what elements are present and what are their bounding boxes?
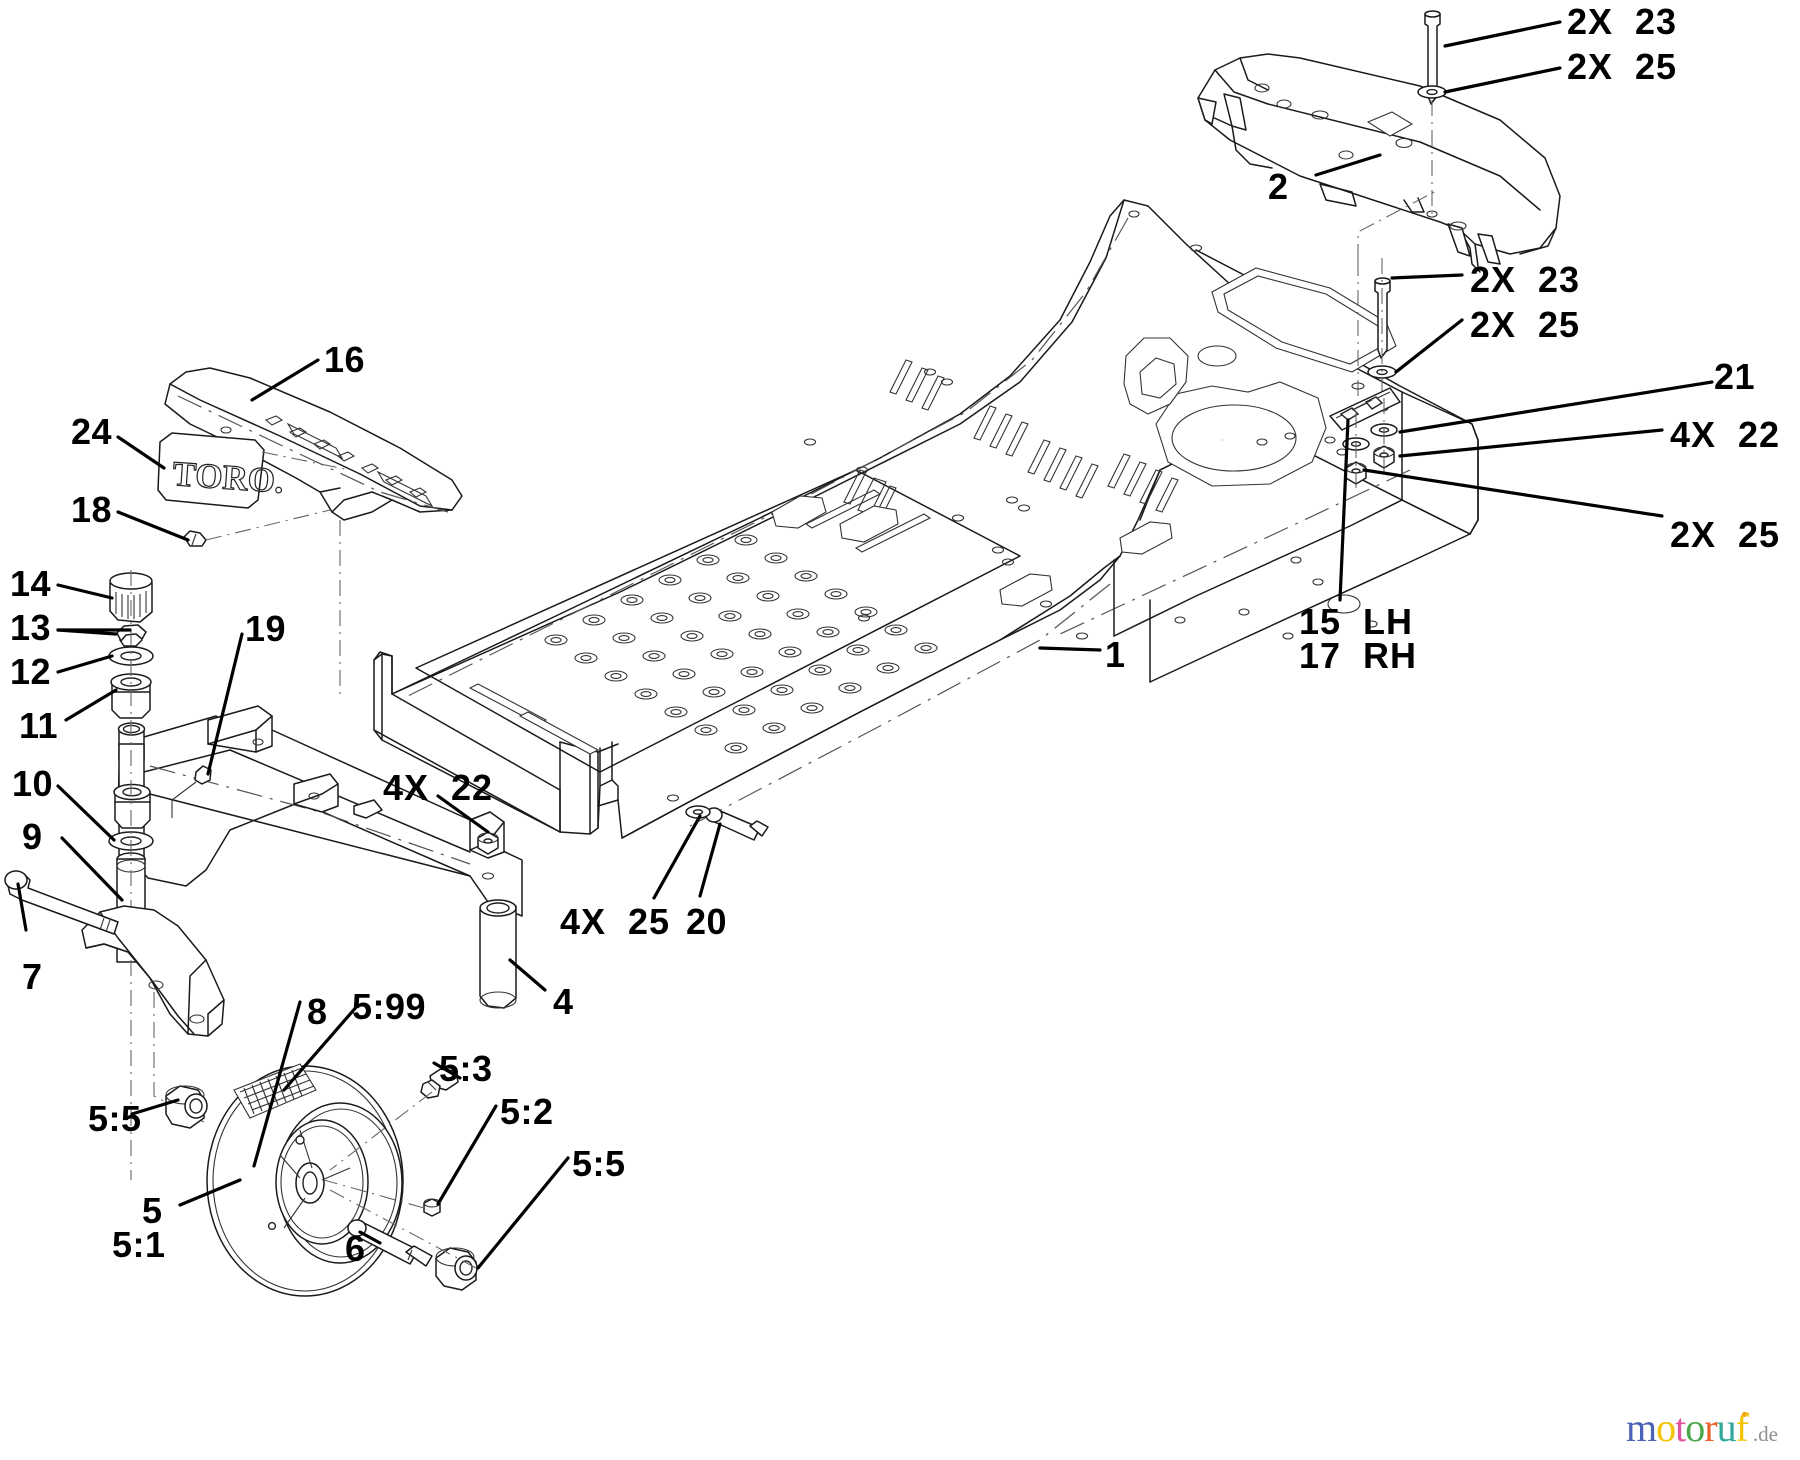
svg-text:TORO.: TORO. xyxy=(171,454,285,501)
part-5-5-right-nut xyxy=(435,1247,478,1291)
watermark-suffix: .de xyxy=(1752,1422,1778,1446)
leader-19-detail xyxy=(171,781,197,818)
callout-9: 9 xyxy=(22,816,43,857)
callout-6: 6 xyxy=(345,1228,366,1269)
callout-2x-23-mid: 2X 23 xyxy=(1470,259,1581,300)
callout-2: 2 xyxy=(1268,166,1289,207)
watermark-letters: motoruf xyxy=(1626,1405,1749,1450)
callout-5-99: 5:99 xyxy=(352,986,427,1027)
callout-7: 7 xyxy=(22,956,43,997)
watermark-letter-3: o xyxy=(1685,1405,1705,1450)
callout-5-5-left: 5:5 xyxy=(88,1098,142,1139)
leader-lines xyxy=(16,20,1714,1270)
tread-dimples xyxy=(544,516,938,754)
center-line-fork-axle xyxy=(153,992,205,1123)
part-1-main-frame xyxy=(373,199,1479,839)
callout-14: 14 xyxy=(10,563,52,604)
part-16-fender xyxy=(164,367,463,521)
watermark-letter-0: m xyxy=(1626,1405,1657,1450)
part-5-2-fastener xyxy=(423,1198,441,1217)
callout-5-5-right: 5:5 xyxy=(572,1143,626,1184)
callout-21: 21 xyxy=(1714,356,1756,397)
callout-18: 18 xyxy=(71,489,113,530)
callout-5-3: 5:3 xyxy=(439,1048,493,1089)
callout-19: 19 xyxy=(245,608,287,649)
callout-4x-25-mid: 4X 25 xyxy=(560,901,671,942)
watermark-letter-1: o xyxy=(1656,1405,1676,1450)
part-19-plug xyxy=(194,765,212,785)
callout-16: 16 xyxy=(324,339,366,380)
callout-12: 12 xyxy=(10,651,52,692)
part-6-axle-bolt xyxy=(347,1219,433,1267)
center-line-to-bumper xyxy=(1357,189,1439,260)
callout-2x-23-top: 2X 23 xyxy=(1567,1,1678,42)
part-5-5-left-nut xyxy=(165,1085,208,1129)
watermark-dot xyxy=(1741,1412,1747,1417)
part-24-decal: TORO. xyxy=(157,432,286,509)
watermark-letter-6: f xyxy=(1735,1405,1749,1450)
callout-11: 11 xyxy=(19,705,59,746)
callout-5-1: 5:1 xyxy=(112,1224,166,1265)
center-line-valve xyxy=(329,1091,433,1171)
callout-2x-25-mid: 2X 25 xyxy=(1470,304,1581,345)
callout-13: 13 xyxy=(10,607,52,648)
callout-2x-25-right: 2X 25 xyxy=(1670,514,1781,555)
watermark-letter-4: r xyxy=(1704,1405,1717,1450)
caster-fork xyxy=(81,905,225,1123)
part-2-bumper-bar xyxy=(1197,53,1561,273)
callout-1: 1 xyxy=(1105,634,1126,675)
callout-4x-22-right: 4X 22 xyxy=(1670,414,1781,455)
center-line-decal xyxy=(261,451,351,471)
callout-10: 10 xyxy=(12,763,54,804)
callout-2x-25-top: 2X 25 xyxy=(1567,46,1678,87)
part-7-bolt xyxy=(4,870,119,935)
washer-25-top xyxy=(1417,85,1447,99)
callout-24: 24 xyxy=(71,411,113,452)
center-line-screw-18 xyxy=(205,509,331,541)
callout-5: 5 xyxy=(142,1190,163,1231)
callout-20: 20 xyxy=(686,901,728,942)
callout-5-2: 5:2 xyxy=(500,1091,554,1132)
motoruf-watermark: motoruf.de xyxy=(1626,1408,1778,1448)
engine-deck xyxy=(1027,249,1403,614)
callout-8: 8 xyxy=(307,991,328,1032)
fastener-23-top xyxy=(1424,10,1441,105)
watermark-letter-2: t xyxy=(1675,1405,1686,1450)
frame-holes xyxy=(803,210,1378,640)
washer-25-mid-bottom xyxy=(685,805,711,819)
center-line-wheel-axle xyxy=(329,1189,477,1269)
watermark-letter-5: u xyxy=(1716,1405,1737,1450)
callout-17-rh: 17 RH xyxy=(1299,635,1418,676)
callout-4: 4 xyxy=(553,981,574,1022)
callout-4x-22-mid: 4X 22 xyxy=(383,767,494,808)
part-5-caster-wheel xyxy=(206,1063,404,1297)
callout-15-lh: 15 LH xyxy=(1299,601,1414,642)
